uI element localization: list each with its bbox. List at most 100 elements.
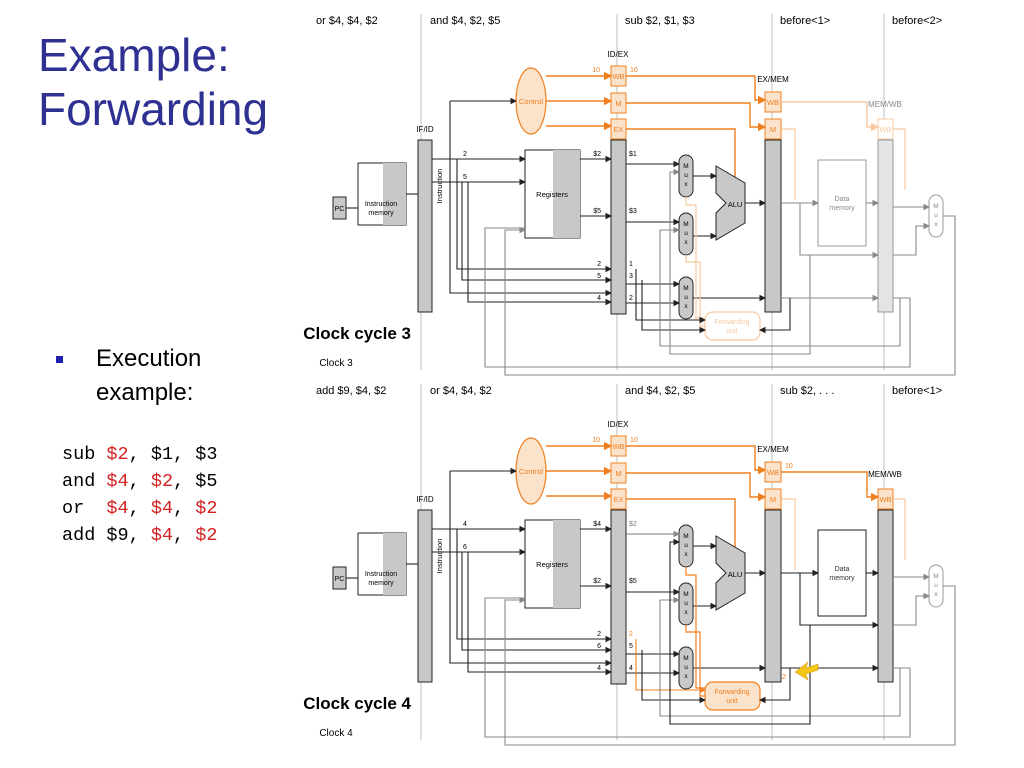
exmem-label: EX/MEM [757,75,789,84]
forwarding-unit [704,681,761,711]
rd-path [449,101,613,297]
control-value: 10 [592,67,600,74]
rt-to-idex [461,182,613,284]
code-token: sub [62,444,107,465]
exmem-register [764,509,782,683]
rt-to-idex [461,552,613,654]
forwarding-unit [704,311,761,341]
idex-m-to-exmem [626,472,767,502]
mux-label: M [683,655,688,662]
register-read-value: $4 [593,521,601,528]
mux-label: x [684,551,688,558]
clock-label: Clock 4 [319,728,353,739]
pc-label: PC [335,206,345,213]
idex-rs: 2 [629,631,633,638]
control-value: 10 [630,437,638,444]
data-memory-label: Data [835,196,850,203]
writeback-data [504,215,956,376]
rs-to-idex [456,529,613,643]
instruction-memory-label: memory [368,580,394,587]
code-token: , [128,498,151,519]
exmem-control-label: WB [767,98,779,107]
data-memory-label: memory [829,575,855,582]
stage-label: and $4, $2, $5 [430,15,500,27]
exmem-m-to-mem [781,128,796,200]
stage-label: add $9, $4, $2 [316,385,386,397]
title-line-2: Forwarding [38,83,269,135]
clock-cycle-title: Clock cycle 4 [303,694,411,713]
code-token: and [62,471,107,492]
forwarding-arrow-icon [794,661,819,681]
code-line: and $4, $2, $5 [62,468,218,495]
mux-label: x [684,303,688,310]
control-value: 10 [785,463,793,470]
register-highlight: $2 [106,444,129,465]
memwb-register [877,139,894,313]
mux-label: M [683,533,688,540]
memwb-control-label: WB [879,125,891,134]
memwb-alu-to-wb-mux [893,222,931,256]
fwd-ctrl-a [685,567,705,689]
code-token: , $5 [173,471,218,492]
control-value: 10 [630,67,638,74]
exmem-control-label: WB [767,468,779,477]
rt-field: 5 [463,174,467,181]
exmem-to-mux-a [669,168,811,355]
rt-to-fwd [641,650,707,704]
idex-rt: 3 [629,273,633,280]
slide-title: Example: Forwarding [38,28,268,136]
memwb-control-label: WB [879,495,891,504]
exmem-control-label: M [770,495,776,504]
exmem-wb-to-memwb [781,101,880,132]
idex-in-value: 5 [597,273,601,280]
exmem-label: EX/MEM [757,445,789,454]
title-line-1: Example: [38,29,230,81]
alu [715,165,746,241]
memwb-label: MEM/WB [868,470,902,479]
idex-ex-to-alu [626,498,736,555]
ifid-register [417,509,433,683]
register-file-shade [553,520,580,608]
exmem-to-mux-a [669,538,811,725]
mux-label: u [934,212,938,219]
data-memory [817,159,867,247]
mux-label: M [933,203,938,210]
data-memory-label: memory [829,205,855,212]
memwb-to-mux-b [659,226,901,347]
alu-result-bypass [799,203,880,259]
register-file-label: Registers [536,560,568,569]
idex-control-label: WB [612,442,624,451]
memwb-wb-out [893,128,906,190]
ifid-register [417,139,433,313]
instruction-label: Instruction [435,169,444,204]
mux-label: x [684,181,688,188]
exmem-control-label: M [770,125,776,134]
rs-field: 4 [463,521,467,528]
instruction-memory-label: Instruction [365,201,397,208]
exmem-register [764,139,782,313]
idex-rt: 5 [629,643,633,650]
exmem-wb-to-memwb [781,471,880,502]
memwb-wb-out [893,498,906,560]
forwarding-unit-label: Forwarding [714,689,749,696]
exmem-rd-value: 2 [782,674,786,681]
mux-label: x [934,591,938,598]
instruction-memory-shade [383,163,406,225]
rd-path [449,471,613,667]
idex-control-label: M [615,99,621,108]
idex-register [610,509,627,685]
fwd-ctrl-b [685,255,705,327]
rs-field: 2 [463,151,467,158]
data-memory-label: Data [835,566,850,573]
writeback-reg [484,597,911,738]
stage-label: before<1> [780,15,830,27]
mux-label: x [934,221,938,228]
ifid-label: IF/ID [416,495,434,504]
code-token: , [173,498,196,519]
code-line: or $4, $4, $2 [62,495,218,522]
idex-rs: 1 [629,261,633,268]
idex-register [610,139,627,315]
idex-in-value: 2 [597,631,601,638]
idex-in-value: 4 [597,295,601,302]
